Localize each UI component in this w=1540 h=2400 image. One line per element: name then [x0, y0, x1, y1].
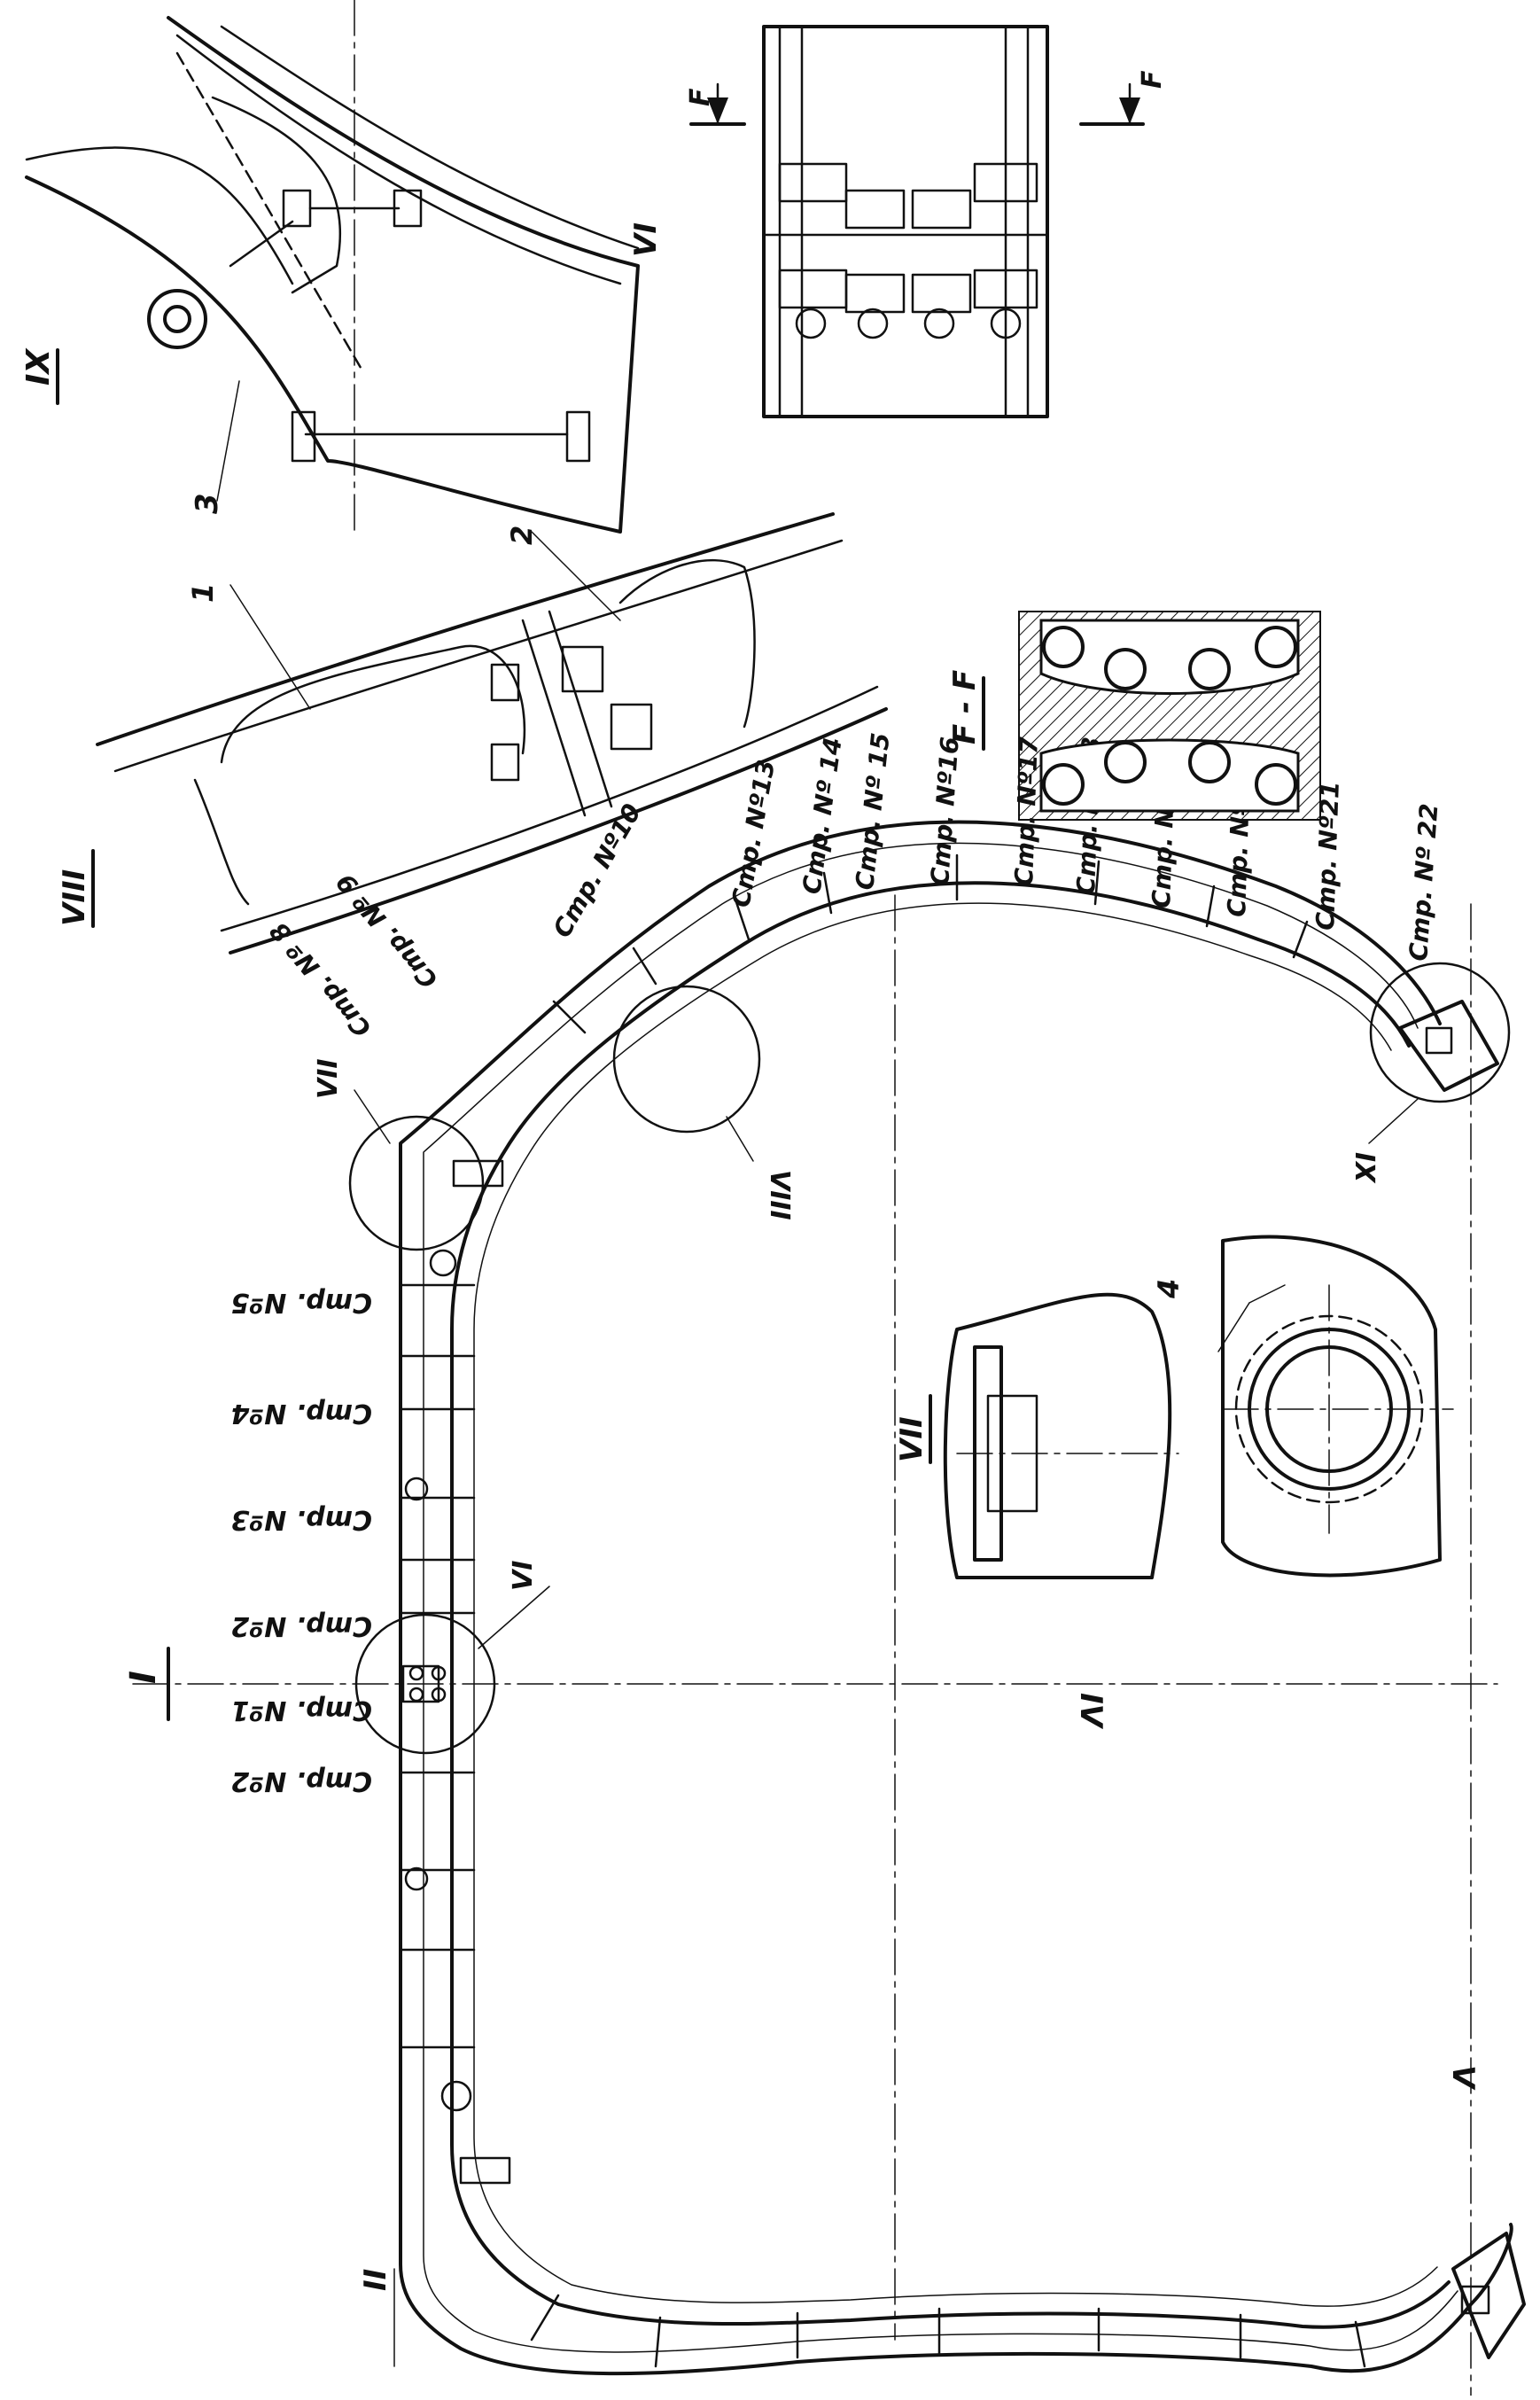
main-frame-view: [132, 820, 1513, 2396]
callout-1: 1: [186, 583, 220, 603]
stringer-label: Cmp. Nº1: [231, 1695, 373, 1726]
splice-vi: [401, 1664, 447, 1703]
stringer-label: Cmp. Nº3: [231, 1504, 373, 1535]
view-labels: I II IV V VI VII VIII IX: [123, 1058, 1481, 2291]
view-label-viii: VIII: [57, 869, 92, 926]
section-label-ff: F - F: [947, 670, 983, 744]
view-label-vi: VI: [628, 222, 664, 257]
detail-circle-ix: [1369, 962, 1511, 1103]
view-label-ii: II: [358, 2269, 393, 2291]
detail-circle-vii: [348, 1115, 485, 1251]
axis-label-v: V: [1445, 2065, 1481, 2091]
frame-outer-contour: [399, 820, 1513, 2376]
detail-viii-view: 1 2 VIII: [57, 512, 888, 955]
stringer-label: Cmp. Nº 15: [850, 731, 895, 892]
stringer-label: Cmp. Nº2: [231, 1610, 373, 1641]
axis-label-iv: IV: [1073, 1693, 1108, 1730]
leaders: [354, 1089, 1419, 1649]
detail-circle-viii: [612, 985, 761, 1134]
detail-circle-vi: [354, 1613, 496, 1755]
callout-4: 4: [1152, 1279, 1186, 1299]
detail-vi-view: F F VI: [628, 25, 1168, 418]
frame-ribs: [399, 853, 1366, 2368]
stringer-label: Cmp. Nº13: [726, 758, 781, 910]
view-label-vi-main: VI: [508, 1561, 539, 1591]
section-ff-view: F - F: [947, 611, 1321, 821]
view-label-vii: VII: [894, 1416, 929, 1462]
view-label-ix-main: IX: [1349, 1152, 1380, 1184]
detail-vii-view: 4 VII: [894, 1235, 1454, 1579]
corner-fitting: [1398, 1000, 1526, 2359]
detail-ix-view: 3 IX: [20, 0, 640, 534]
view-label-ix: IX: [20, 347, 57, 386]
stringer-label: Cmp. Nº4: [231, 1398, 373, 1429]
frame-inner-contour: [450, 881, 1451, 2329]
stringer-label: Cmp. Nº16: [925, 736, 965, 886]
stringer-label: Cmp. Nº2: [231, 1765, 373, 1796]
stringer-label: Cmp. Nº 14: [797, 736, 847, 896]
callout-3: 3: [190, 493, 225, 514]
view-label-viii-main: VIII: [764, 1170, 795, 1220]
stringer-label: Cmp. Nº 22: [1404, 803, 1443, 962]
callout-2: 2: [505, 526, 539, 545]
frame-holes: [404, 1159, 511, 2185]
section-bolts: [1042, 626, 1297, 806]
view-label-vii-main: VII: [313, 1058, 344, 1099]
section-arrow-left: F: [685, 88, 716, 106]
stringer-label: Cmp. Nº10: [547, 799, 647, 942]
stringer-label: Cmp. Nº5: [231, 1287, 373, 1318]
bolt-group: [778, 162, 1038, 339]
section-arrow-right: F: [1137, 70, 1168, 89]
view-label-i: I: [123, 1671, 164, 1684]
